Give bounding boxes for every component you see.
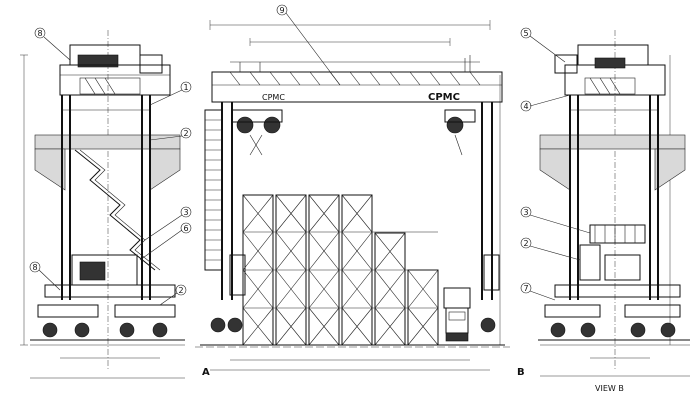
- callout-7: 7: [524, 284, 529, 293]
- callout-9: 9: [280, 6, 285, 15]
- truck: [443, 287, 471, 342]
- callout-1: 1: [184, 83, 189, 92]
- section-label-a: A: [202, 367, 210, 378]
- view-b-label: VIEW B: [595, 384, 624, 393]
- center-front-view: CPMC CPMC: [195, 4, 525, 378]
- callout-3-right: 3: [524, 208, 529, 217]
- callout-2: 2: [184, 129, 189, 138]
- girder-banner-text: CPMC: [428, 92, 460, 103]
- callout-5: 5: [524, 29, 529, 38]
- callout-8-top: 8: [38, 29, 43, 38]
- callout-2-right: 2: [524, 239, 529, 248]
- callout-3: 3: [184, 208, 189, 217]
- callout-6: 6: [184, 224, 189, 233]
- section-label-b: B: [517, 367, 525, 378]
- left-side-view: 8 1 2 3 6 8 2: [20, 27, 192, 379]
- callout-2-bottom: 2: [179, 286, 184, 295]
- callout-4: 4: [524, 102, 529, 111]
- container-stacks: [242, 194, 439, 346]
- callout-8-bottom: 8: [33, 263, 38, 272]
- girder-small-banner: CPMC: [262, 93, 285, 102]
- right-side-view: 5 4 3 2 7 VIEW B: [520, 27, 690, 393]
